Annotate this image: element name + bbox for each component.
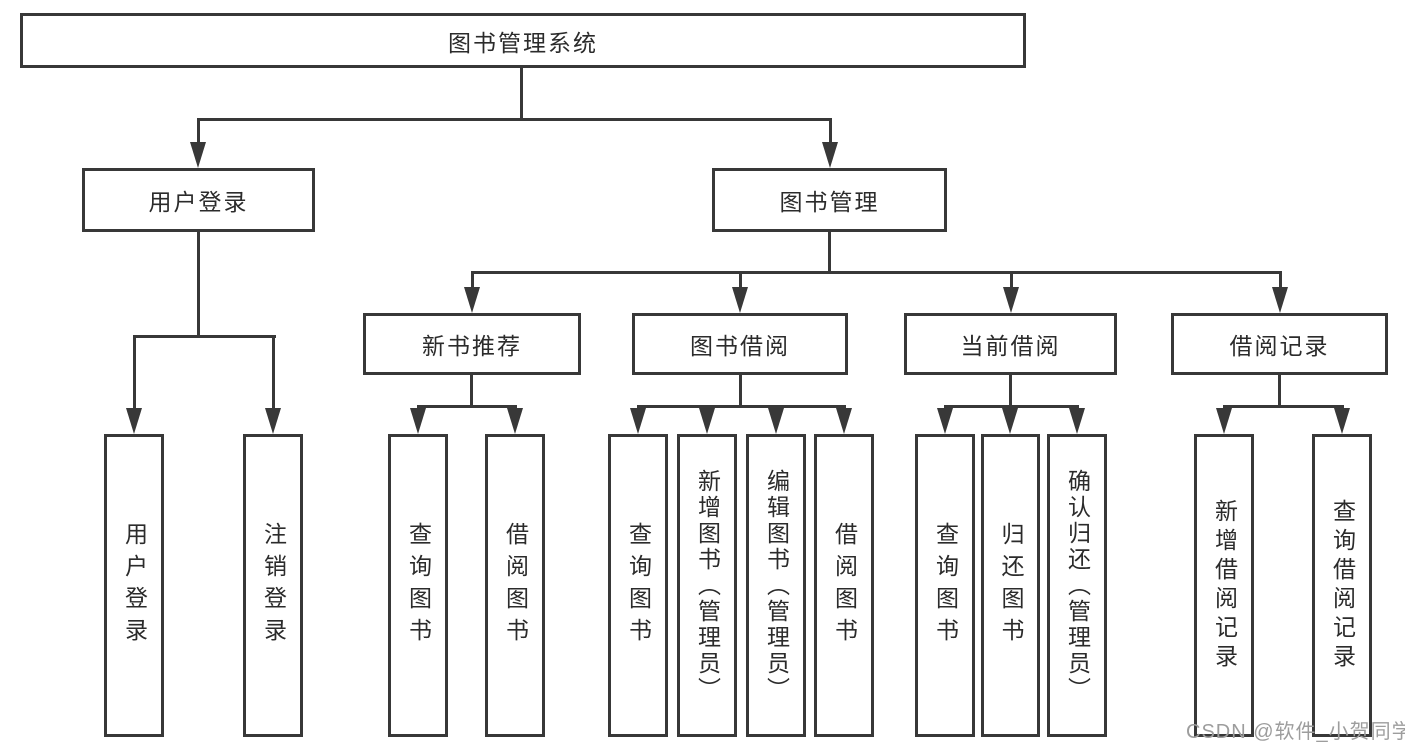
- leaf-edit-books-admin: 编辑图书（管理员）: [746, 434, 806, 737]
- leaf-label: 用户登录: [121, 521, 148, 650]
- connector-line: [637, 405, 846, 408]
- node-user-login: 用户登录: [82, 168, 315, 232]
- leaf-label: 注销登录: [260, 521, 287, 650]
- arrowhead-down: [1002, 405, 1018, 434]
- arrowhead-down: [126, 338, 142, 434]
- leaf-label: 新增图书（管理员）: [694, 468, 721, 703]
- leaf-label: 借阅图书: [502, 521, 529, 650]
- connector-line: [944, 405, 1079, 408]
- leaf-return-books: 归还图书: [981, 434, 1040, 737]
- connector-line: [520, 68, 523, 121]
- leaf-borrow-books: 借阅图书: [814, 434, 874, 737]
- leaf-query-books-borrow: 查询图书: [608, 434, 668, 737]
- leaf-query-books-current: 查询图书: [915, 434, 975, 737]
- connector-line: [198, 118, 831, 121]
- node-current-borrowing: 当前借阅: [904, 313, 1117, 375]
- arrowhead-down: [822, 118, 838, 168]
- connector-line: [133, 335, 276, 338]
- connector-line: [828, 232, 831, 274]
- connector-line: [417, 405, 517, 408]
- arrowhead-down: [410, 405, 426, 434]
- leaf-label: 查询图书: [405, 521, 432, 650]
- node-new-book-recommendation: 新书推荐: [363, 313, 581, 375]
- arrowhead-down: [507, 405, 523, 434]
- leaf-logout: 注销登录: [243, 434, 303, 737]
- leaf-label: 确认归还（管理员）: [1064, 468, 1091, 703]
- leaf-label: 新增借阅记录: [1211, 498, 1238, 673]
- arrowhead-down: [1272, 274, 1288, 313]
- arrowhead-down: [464, 274, 480, 313]
- leaf-query-books-recommend: 查询图书: [388, 434, 448, 737]
- leaf-label: 查询图书: [932, 521, 959, 650]
- arrowhead-down: [768, 405, 784, 434]
- arrowhead-down: [1216, 405, 1232, 434]
- arrowhead-down: [630, 405, 646, 434]
- leaf-label: 查询借阅记录: [1329, 498, 1356, 673]
- leaf-label: 查询图书: [625, 521, 652, 650]
- leaf-query-borrow-record: 查询借阅记录: [1312, 434, 1372, 737]
- arrowhead-down: [937, 405, 953, 434]
- connector-line: [1278, 375, 1281, 408]
- leaf-label: 归还图书: [998, 521, 1024, 650]
- node-library-management-system: 图书管理系统: [20, 13, 1026, 68]
- connector-line: [470, 375, 473, 408]
- connector-line: [1009, 375, 1012, 408]
- connector-line: [197, 232, 200, 338]
- arrowhead-down: [1334, 405, 1350, 434]
- arrowhead-down: [1069, 405, 1085, 434]
- node-book-management: 图书管理: [712, 168, 947, 232]
- arrowhead-down: [265, 338, 281, 434]
- connector-line: [1223, 405, 1344, 408]
- leaf-add-books-admin: 新增图书（管理员）: [677, 434, 737, 737]
- arrowhead-down: [1003, 274, 1019, 313]
- arrowhead-down: [836, 405, 852, 434]
- arrowhead-down: [190, 118, 206, 168]
- leaf-confirm-return-admin: 确认归还（管理员）: [1047, 434, 1107, 737]
- csdn-watermark: CSDN @软件_小贺同学: [1186, 721, 1405, 743]
- leaf-label: 编辑图书（管理员）: [763, 468, 790, 703]
- leaf-user-login: 用户登录: [104, 434, 164, 737]
- node-book-borrowing: 图书借阅: [632, 313, 848, 375]
- arrowhead-down: [732, 274, 748, 313]
- arrowhead-down: [699, 405, 715, 434]
- leaf-add-borrow-record: 新增借阅记录: [1194, 434, 1254, 737]
- leaf-label: 借阅图书: [831, 521, 858, 650]
- connector-line: [739, 375, 742, 408]
- connector-line: [471, 271, 1282, 274]
- node-borrowing-records: 借阅记录: [1171, 313, 1388, 375]
- leaf-borrow-books-recommend: 借阅图书: [485, 434, 545, 737]
